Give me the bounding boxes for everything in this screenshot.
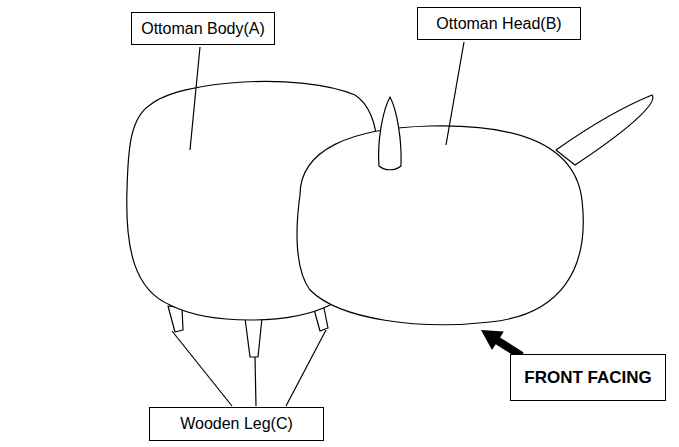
leader-line: [172, 331, 232, 406]
ottoman-head: [297, 126, 583, 325]
label-box: Ottoman Head(B): [417, 7, 581, 40]
label-box: Wooden Leg(C): [149, 407, 324, 441]
leader-line: [255, 357, 256, 406]
leader-line: [286, 330, 326, 406]
ottoman-horn: [379, 97, 402, 170]
wooden-leg: [245, 318, 262, 357]
label-text: FRONT FACING: [524, 368, 652, 388]
label-text: Ottoman Head(B): [436, 15, 561, 33]
label-text: Ottoman Body(A): [141, 20, 265, 38]
label-text: Wooden Leg(C): [180, 415, 293, 433]
label-box: Ottoman Body(A): [131, 12, 275, 45]
leader-line: [446, 42, 464, 145]
ottoman-ear: [556, 95, 653, 165]
label-box: FRONT FACING: [510, 354, 666, 401]
leader-line: [190, 47, 200, 150]
